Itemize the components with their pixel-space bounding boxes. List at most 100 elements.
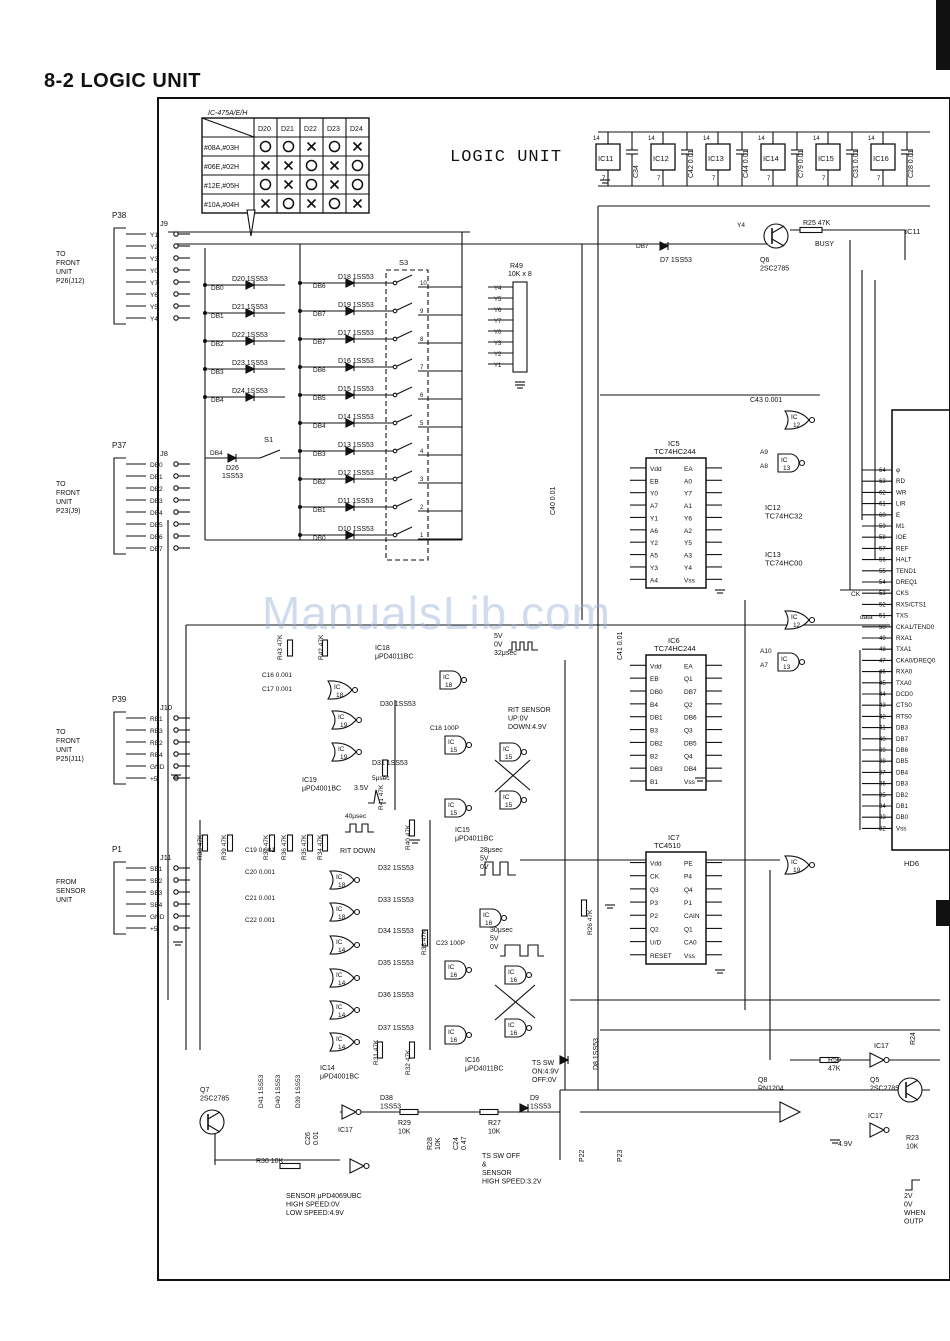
junction-dot [298,393,302,397]
pin-number: 4 [420,449,424,455]
cpu-pin-number: 58 [879,535,886,541]
ic-label: HD6 [904,859,919,868]
connector-pin [173,889,179,895]
capacitor-label: C42 0.01 [688,149,695,178]
switch-label: S1 [264,435,273,444]
component-label: R38 47K [197,834,204,860]
cpu-pin-number: 50 [879,625,886,631]
table-mark-cross [283,160,294,171]
transistor-body [897,1077,923,1103]
cpu-pin-label: DB3 [896,725,909,732]
resistor-symbol [268,834,276,852]
resistor-symbol [279,1162,301,1170]
cpu-pin-label: DB3 [896,781,909,788]
connector-pin [173,243,179,249]
connector-pin-label: GND [150,914,165,921]
ic-label: IC6 [668,636,680,645]
diode-symbol [345,474,356,484]
ic-pin-label: P1 [684,900,692,907]
capacitor-label: C31 0.01 [853,149,860,178]
diode-label: D9 [530,1095,539,1102]
gate-bubble [520,748,528,756]
ts-switch-note: TS SW [532,1060,555,1067]
gate-ic16-b: IC16 [444,960,473,980]
gate-ic16-c: IC16 [504,965,533,985]
ic-pin-label: Y4 [684,565,692,572]
diode-label: D35 1SS53 [378,960,414,967]
table-mark-circle [351,159,364,172]
gate-bubble [353,908,361,916]
gate-body [784,610,810,630]
ic-label: IC7 [668,833,680,842]
gate-label: 14 [338,1044,346,1051]
gate-label: 16 [510,977,518,984]
diode-symbol [659,241,670,251]
pulse-annotation: 0V [480,864,489,871]
gate-body [329,1032,355,1052]
net-label: DB3 [211,369,224,376]
diode-symbol [345,390,356,400]
connector-pin [173,533,179,539]
connector-pin [173,485,179,491]
ic-label: TC74HC244 [654,644,696,653]
ic-title: IC18 [375,645,390,652]
net-label: DB6 [313,367,326,374]
transistor-label: Q6 [760,257,769,264]
connector-pin [173,315,179,321]
pulse-annotation: 5V [490,936,499,943]
junction-dot [203,367,207,371]
pin-number: 7 [420,365,424,371]
resistor-label: 10K [435,1137,442,1150]
diode-label: D10 1SS53 [338,526,374,533]
connector-pin [173,545,179,551]
cpu-pin-number: 41 [879,726,886,732]
gate-body [444,798,467,818]
cpu-pin-number: 49 [879,636,886,642]
net-label: Y6 [494,308,502,314]
jack-id: J8 [160,449,168,458]
table-frame [201,117,370,214]
ic-pin-label: Y6 [684,515,692,522]
resistor-label: 10K x 8 [508,271,532,278]
junction-dot [298,337,302,341]
ic-pin-label: P4 [684,874,692,881]
gate-body [444,960,467,980]
transistor-label: Q5 [870,1077,879,1084]
connector-pin [173,925,179,931]
gate-bubble [353,1006,361,1014]
table-title: IC-475A/E/H [208,110,248,117]
gate-label: 18 [336,692,344,699]
transistor-collector [207,1111,221,1120]
ic-pin-label: DB6 [684,715,697,722]
transistor-emitter [771,238,785,247]
inverter-ic17-a [341,1104,362,1120]
sensor-note: SENSOR μPD4069UBC [286,1193,362,1200]
inverter-ic17-d [869,1122,890,1138]
cpu-pin-number: 61 [879,502,886,508]
cpu-pin-label: DB7 [896,736,909,743]
table-mark-circle [351,178,364,191]
transistor-label: 2SC2785 [200,1096,229,1103]
diode-symbol [559,1055,570,1065]
ic-pin-label: Q4 [684,753,693,760]
ic-label: TC74HC32 [765,512,803,521]
pin-number: 7 [657,176,661,182]
gate-label: IC [338,714,345,721]
pulse-waveform [480,861,516,876]
pulse-waveform [508,641,538,651]
diode-label: D37 1SS53 [378,1025,414,1032]
cpu-pin-number: 63 [879,479,886,485]
net-label: DB7 [313,311,326,318]
inverter-ic17-c [869,1052,890,1068]
diode-label: D34 1SS53 [378,928,414,935]
pin-number: 14 [868,136,875,142]
gate-bubble [355,716,363,724]
connector-pin-label: Y1 [150,232,158,239]
resistor-symbol [408,1041,416,1059]
switch-arm [394,442,413,452]
page-edge-tab [936,0,950,70]
junction-dot [298,449,302,453]
inverter-body [869,1052,886,1068]
connector-pin [173,255,179,261]
